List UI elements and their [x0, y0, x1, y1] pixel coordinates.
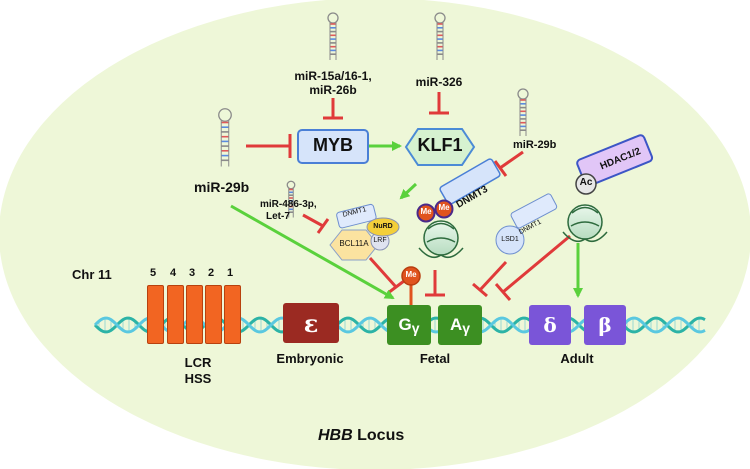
hairpin-loop — [218, 108, 232, 122]
embryonic-label: Embryonic — [276, 351, 344, 366]
repression-mir326-klf1 — [429, 92, 449, 115]
ac-label: Ac — [579, 177, 593, 188]
mir15a-label-line2: miR-26b — [309, 83, 357, 97]
methyl-label-1: Me — [420, 207, 432, 216]
hss-number-1: 1 — [227, 267, 234, 279]
nurd-label: NuRD — [373, 223, 393, 230]
repression-lsd1-agamma — [472, 260, 508, 298]
methyl-mark-2 — [434, 199, 454, 219]
repression-mir15a-myb — [323, 98, 343, 120]
hss-number-3: 3 — [189, 267, 196, 279]
mir486-label-line1: miR-486-3p, — [260, 199, 317, 210]
delta-gene-label: δ — [543, 313, 557, 337]
myb-box — [297, 129, 369, 164]
hairpin-loop — [517, 88, 529, 100]
activation-mir29b-ggamma — [230, 204, 395, 300]
hss-bar-5 — [147, 285, 164, 344]
hss-bar-2 — [205, 285, 222, 344]
repression-mir29b-myb — [246, 134, 292, 158]
locus-title: HBB Locus — [318, 427, 405, 445]
repression-hdac-agamma — [494, 234, 571, 301]
activation-klf1-complex — [399, 182, 418, 200]
methyl-label-2: Me — [438, 203, 450, 212]
lcr-label: LCR — [184, 355, 212, 370]
hss-bar-4 — [167, 285, 184, 344]
repression-dnmt3-agamma — [425, 270, 445, 297]
bcl11a-hexagon — [329, 229, 379, 261]
bcl11a-label: BCL11A — [339, 239, 369, 248]
methyl-mark-1 — [416, 203, 436, 223]
g-gamma-subscript: γ — [411, 319, 420, 336]
nucleosome-wrap — [570, 221, 600, 227]
nurd-ellipse — [366, 217, 400, 237]
epsilon-gene: ε — [283, 303, 339, 343]
hairpin-loop — [434, 12, 446, 24]
methyl-label-ggamma: Me — [405, 270, 417, 279]
acetyl-mark — [575, 173, 597, 195]
mir29b-left-label: miR-29b — [194, 179, 250, 195]
a-gamma-letter: A — [449, 315, 463, 334]
myb-label: MYB — [313, 135, 353, 155]
repression-mir29b-dnmt3 — [493, 150, 524, 177]
locus-suffix: Locus — [352, 427, 405, 444]
nucleosome-ggamma — [418, 220, 464, 259]
nucleosome-wrap — [427, 222, 455, 230]
beta-gene-label: β — [598, 313, 612, 337]
hairpin-icon-mir326 — [434, 12, 446, 60]
dnmt1-box-complex — [336, 203, 377, 229]
mir326-label: miR-326 — [415, 75, 463, 89]
hss-number-5: 5 — [150, 267, 157, 279]
dnmt1-box-lsd1 — [510, 193, 558, 229]
hairpin-icon-mir486 — [286, 180, 296, 218]
delta-gene: δ — [529, 305, 571, 345]
nucleosome-dna — [562, 231, 608, 243]
hairpin-icon-mir29b-left — [218, 108, 232, 167]
hdac-box — [576, 134, 654, 187]
nucleosome-adult — [562, 204, 608, 243]
klf1-hexagon — [404, 128, 476, 166]
hss-bar-1 — [224, 285, 241, 344]
hairpin-icon-mir29b-right — [517, 88, 529, 136]
lsd1-label: LSD1 — [501, 236, 519, 243]
hss-bar-3 — [186, 285, 203, 344]
hairpin-icon-mir15a — [327, 12, 339, 60]
mir29b-right-label: miR-29b — [513, 139, 557, 151]
chromosome-label: Chr 11 — [72, 267, 112, 282]
hss-number-2: 2 — [208, 267, 215, 279]
lrf-label: LRF — [373, 237, 387, 244]
fetal-label: Fetal — [419, 351, 451, 366]
adult-label: Adult — [560, 351, 594, 366]
epsilon-gene-label: ε — [303, 308, 319, 338]
nucleosome-dna — [418, 247, 464, 259]
mir15a-label-line1: miR-15a/16-1, — [294, 69, 372, 83]
a-gamma-subscript: γ — [462, 319, 471, 336]
mir486-label-line2: Let-7 — [266, 211, 290, 222]
nucleosome-wrap — [571, 206, 599, 214]
lsd1-circle — [495, 225, 525, 255]
beta-gene: β — [584, 305, 626, 345]
hairpin-loop — [327, 12, 339, 24]
dnmt3-box — [439, 158, 501, 205]
hss-number-4: 4 — [170, 267, 177, 279]
locus-gene-name: HBB — [318, 427, 353, 444]
hss-label: HSS — [184, 371, 212, 386]
g-gamma-letter: G — [398, 315, 412, 334]
nucleosome-wrap — [426, 237, 456, 243]
repression-mir486-bcl11a — [302, 213, 330, 234]
klf1-label: KLF1 — [417, 135, 463, 155]
methyl-mark-ggamma — [401, 266, 421, 286]
